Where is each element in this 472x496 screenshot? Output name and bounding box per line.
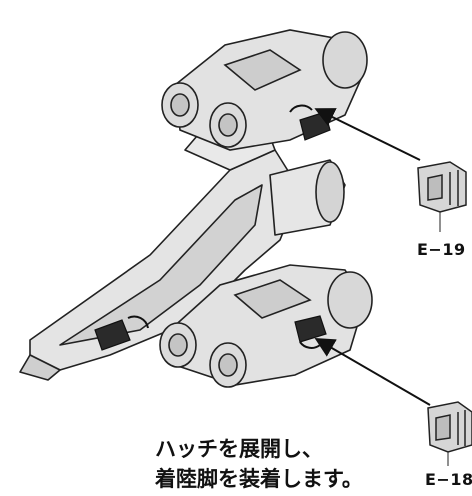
arrow-e19 bbox=[314, 108, 421, 161]
arrow-e18 bbox=[314, 337, 431, 406]
part-label-e18: E−18 bbox=[425, 470, 472, 489]
part-e18 bbox=[427, 401, 472, 466]
spacecraft-hull bbox=[19, 109, 346, 381]
instruction-line-2: 着陸脚を装着します。 bbox=[155, 467, 363, 491]
upper-engine-pod bbox=[161, 29, 368, 151]
part-e19 bbox=[417, 161, 467, 232]
hatch-nose bbox=[94, 315, 149, 351]
instruction-line-1: ハッチを展開し、 bbox=[155, 437, 323, 461]
part-label-e19: E−19 bbox=[417, 240, 466, 259]
